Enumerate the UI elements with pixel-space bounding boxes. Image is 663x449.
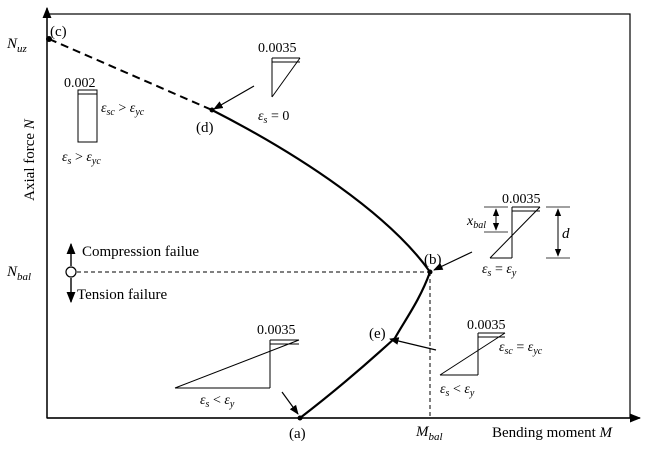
compression-failure-label: Compression failue bbox=[82, 244, 199, 260]
n-uz-label: Nuz bbox=[6, 36, 28, 55]
plot-frame bbox=[46, 13, 631, 419]
svg-text:εs < εy: εs < εy bbox=[440, 382, 475, 399]
n-bal-label: Nbal bbox=[6, 264, 31, 283]
svg-text:d: d bbox=[562, 226, 570, 242]
svg-text:xbal: xbal bbox=[466, 214, 486, 231]
svg-text:εs = εy: εs = εy bbox=[482, 262, 517, 279]
svg-text:εs > εyc: εs > εyc bbox=[62, 150, 101, 167]
m-bal-label: Mbal bbox=[415, 424, 443, 443]
svg-text:0.0035: 0.0035 bbox=[467, 318, 506, 333]
curve-dashed-c-d bbox=[48, 38, 213, 111]
point-a-marker bbox=[297, 415, 303, 421]
point-d-marker bbox=[209, 107, 215, 113]
strain-diagram-d: 0.0035 εs = 0 bbox=[213, 41, 301, 126]
svg-text:εs < εy: εs < εy bbox=[200, 393, 235, 410]
svg-text:εsc > εyc: εsc > εyc bbox=[101, 101, 145, 118]
point-e-label: (e) bbox=[369, 326, 386, 342]
tension-failure-label: Tension failure bbox=[77, 287, 168, 303]
x-axis-title: Bending moment M bbox=[492, 425, 614, 441]
point-d-label: (d) bbox=[196, 120, 214, 136]
svg-text:0.0035: 0.0035 bbox=[502, 192, 541, 207]
strain-diagram-c: 0.002 εsc > εyc εs > εyc bbox=[62, 76, 145, 167]
svg-text:0.0035: 0.0035 bbox=[258, 41, 297, 56]
svg-text:0.002: 0.002 bbox=[64, 76, 96, 91]
strain-diagram-e: 0.0035 εsc = εyc εs < εy bbox=[389, 318, 543, 399]
svg-text:εsc = εyc: εsc = εyc bbox=[499, 340, 543, 357]
point-a-label: (a) bbox=[289, 426, 306, 442]
strain-diagram-a: 0.0035 εs < εy bbox=[174, 323, 300, 415]
point-c-marker bbox=[46, 36, 52, 42]
svg-text:0.0035: 0.0035 bbox=[257, 323, 296, 338]
svg-text:εs = 0: εs = 0 bbox=[258, 109, 289, 126]
strain-diagram-b: 0.0035 xbal d εs = εy bbox=[433, 192, 570, 279]
point-b-label: (b) bbox=[424, 252, 442, 268]
y-axis-title: Axial force N bbox=[22, 118, 38, 201]
interaction-curve bbox=[211, 109, 432, 419]
balance-point-marker bbox=[65, 266, 77, 278]
point-c-label: (c) bbox=[50, 24, 67, 40]
point-b-marker bbox=[427, 269, 433, 275]
